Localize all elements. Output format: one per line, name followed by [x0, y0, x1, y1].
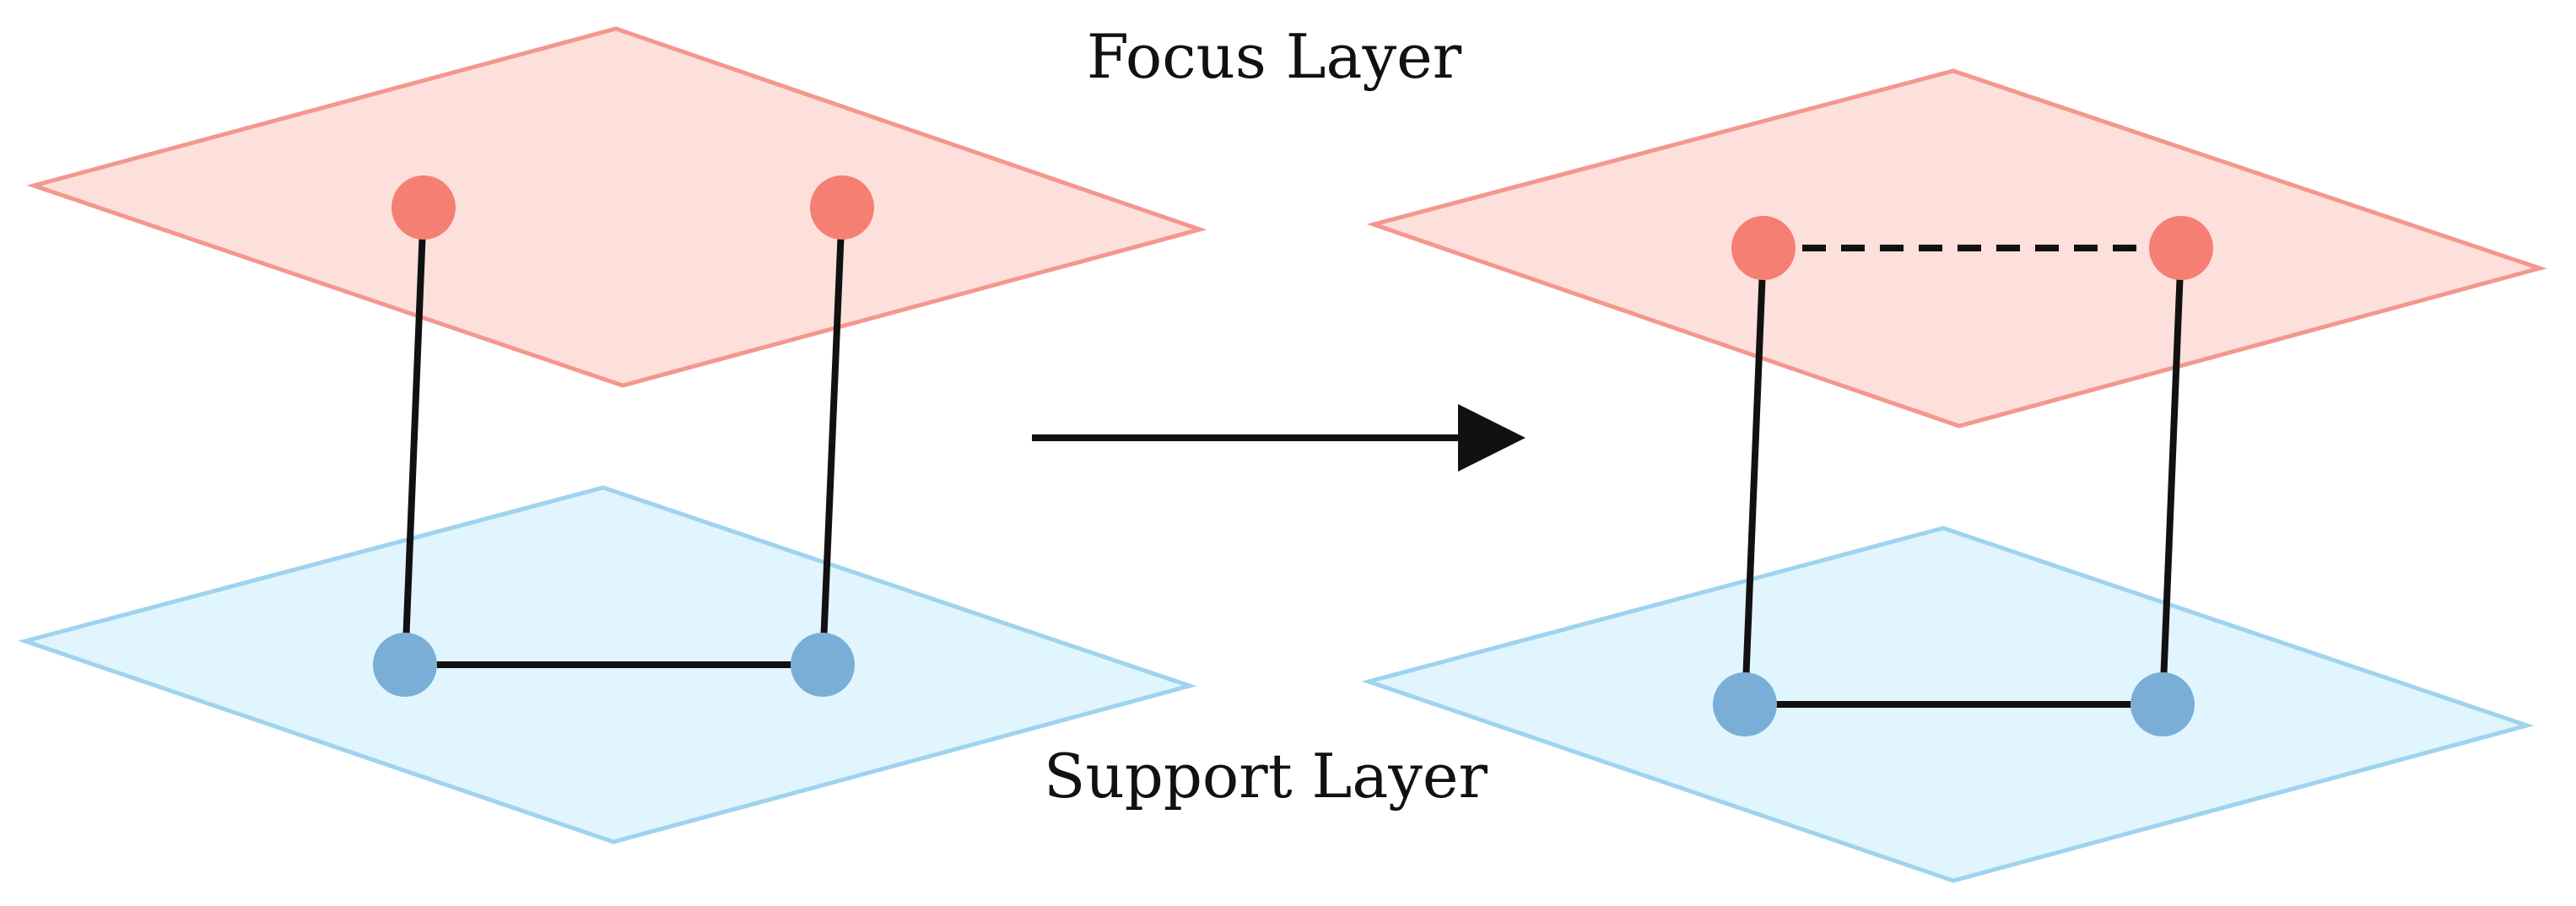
support-node [791, 633, 855, 697]
interlayer-edge [402, 207, 427, 666]
focus-layer-plane [1366, 68, 2547, 429]
interlayer-edge [1742, 247, 1767, 705]
focus-node [810, 175, 874, 240]
support-node [373, 633, 437, 697]
support-layer-label: Support Layer [1044, 741, 1488, 812]
focus-layer-plane [26, 26, 1207, 388]
panel-after [1361, 68, 2547, 883]
focus-node [1731, 216, 1796, 280]
focus-node [392, 175, 456, 240]
focus-node [2149, 216, 2213, 280]
interlayer-edge [819, 207, 845, 666]
panel-before [18, 26, 1207, 844]
support-node [2130, 672, 2195, 736]
interlayer-edge [2159, 247, 2184, 705]
support-node [1713, 672, 1777, 736]
focus-layer-label: Focus Layer [1087, 21, 1462, 92]
